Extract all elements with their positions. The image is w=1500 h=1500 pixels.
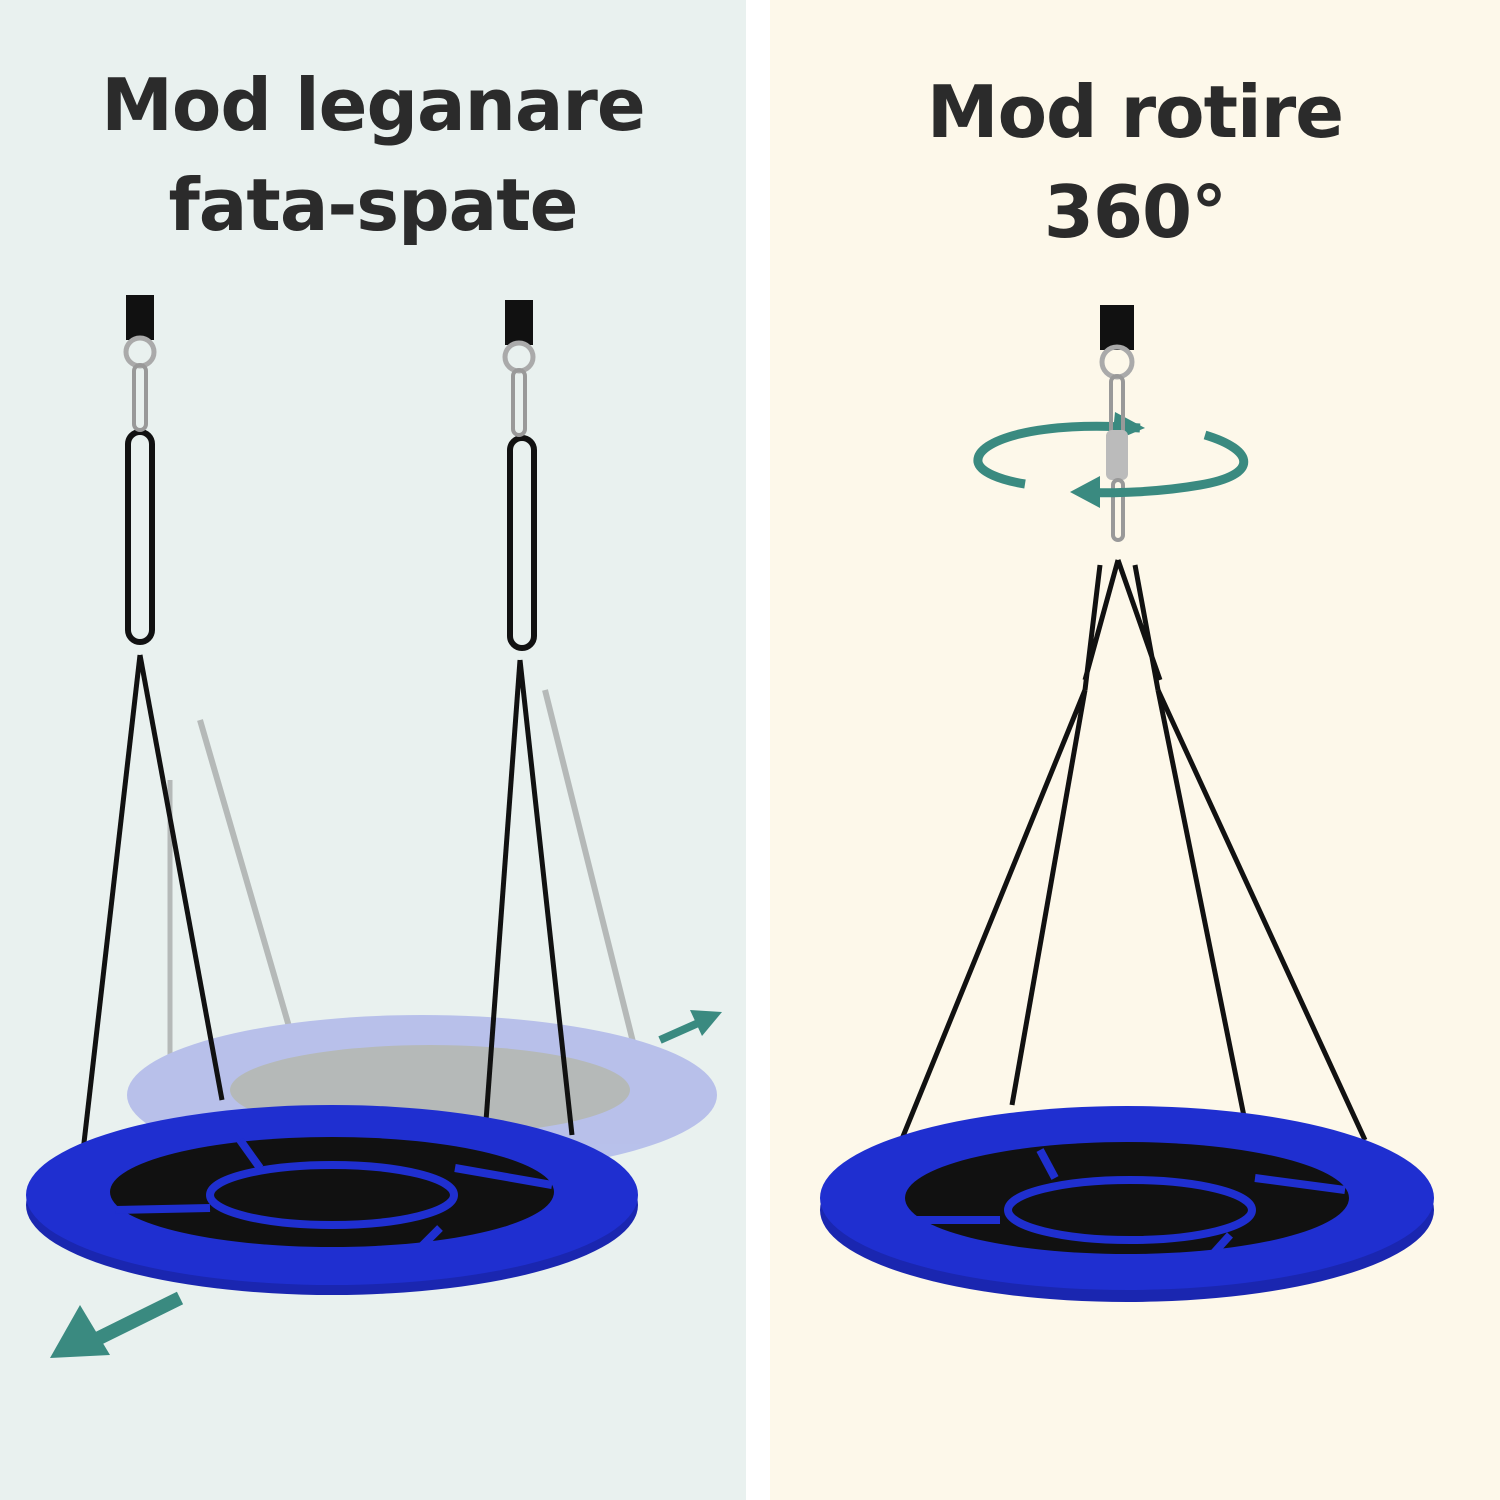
title-line: 360° (1043, 170, 1227, 254)
ghost-swing (127, 689, 717, 1175)
hanging-strap (123, 295, 536, 437)
swing-seat (26, 1105, 638, 1295)
swing-direction-arrows (50, 1010, 722, 1358)
title-line: Mod leganare (101, 63, 646, 147)
swing-seat (820, 1106, 1434, 1302)
title-line: fata-spate (168, 163, 578, 247)
rotating-swing-illustration (820, 305, 1434, 1302)
title-line: Mod rotire (926, 70, 1344, 154)
rotation-arrow-icon (973, 421, 1141, 489)
swing-mode-title: Mod leganare fata-spate (0, 55, 746, 255)
swing-mode-panel: Mod leganare fata-spate (0, 0, 746, 1500)
swing-illustration (26, 295, 722, 1358)
rotation-mode-panel: Mod rotire 360° (770, 0, 1500, 1500)
rotation-mode-title: Mod rotire 360° (770, 62, 1500, 262)
